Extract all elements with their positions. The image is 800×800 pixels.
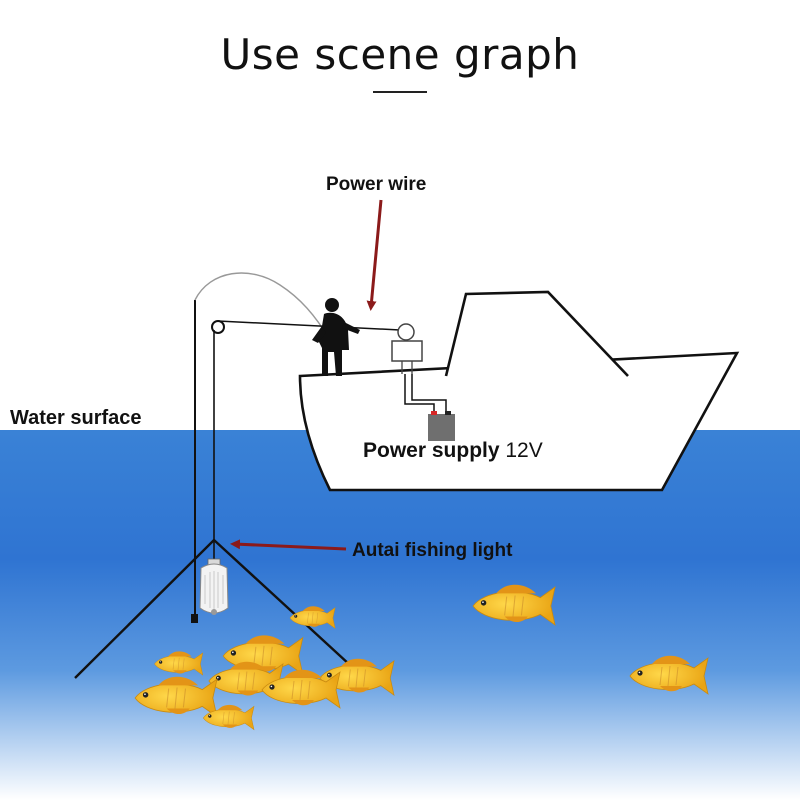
- page-title: Use scene graph: [220, 30, 580, 79]
- fishing-light-lamp: [199, 558, 229, 615]
- water-surface-label: Water surface: [10, 407, 142, 429]
- fishing-light-arrow: [230, 539, 347, 551]
- control-box: [391, 323, 423, 374]
- power-wire-label: Power wire: [326, 174, 427, 195]
- boat: [298, 290, 740, 492]
- power-supply-voltage: 12V: [505, 439, 543, 462]
- battery-wire: [404, 374, 447, 412]
- water-body: [0, 430, 800, 800]
- power-supply-label: Power supply 12V: [363, 439, 543, 463]
- pole-weight: [191, 614, 198, 623]
- fisherman-figure: [312, 298, 360, 376]
- power-supply-text: Power supply: [363, 439, 500, 462]
- title-underline: [373, 91, 427, 93]
- power-wire-line: [217, 320, 401, 331]
- fishing-rod-line: [194, 272, 331, 341]
- battery: [428, 411, 455, 441]
- power-wire-arrow: [366, 199, 383, 311]
- fishing-light-label: Autai fishing light: [352, 540, 513, 561]
